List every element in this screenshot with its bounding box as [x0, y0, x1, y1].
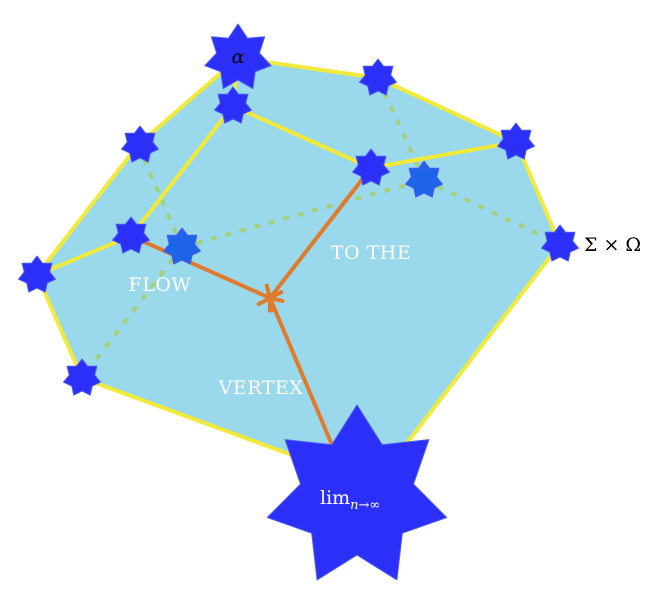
limit-label-base: lim	[320, 487, 350, 509]
vertex-star	[112, 216, 150, 254]
flow-arrow	[268, 166, 373, 300]
arrow-head	[256, 295, 276, 313]
edge	[35, 234, 133, 277]
vertex-star	[204, 23, 272, 90]
vertex-star	[63, 358, 101, 396]
edge	[398, 242, 562, 454]
limit-label: limn→∞	[320, 487, 380, 513]
hidden-vertex-star	[163, 227, 201, 265]
edge	[369, 140, 518, 170]
flow-arrow	[268, 296, 334, 447]
to-the-label: TO THE	[331, 242, 411, 264]
flow-label: FLOW	[129, 274, 192, 296]
outer-face	[37, 58, 560, 472]
limit-vertex-star	[266, 404, 448, 581]
vertex-star	[541, 224, 579, 262]
hidden-vertex-star	[405, 160, 443, 198]
flow-arrows	[129, 166, 373, 447]
limit-label-subscript: n→∞	[350, 498, 380, 513]
hidden-edge	[80, 245, 184, 380]
vertex-label: VERTEX	[218, 377, 304, 399]
vertex-star	[121, 125, 159, 163]
vertex-stars	[18, 23, 579, 581]
edge	[376, 76, 518, 144]
alpha-label: α	[232, 46, 245, 68]
edge	[35, 143, 140, 277]
vertex-star	[18, 255, 56, 293]
sigma-omega-label: Σ × Ω	[584, 234, 641, 256]
edge	[231, 104, 373, 170]
hidden-edge	[181, 178, 425, 249]
hidden-edge	[423, 178, 561, 246]
vertex-star	[352, 148, 390, 186]
vertex-star	[214, 86, 252, 124]
edge	[129, 104, 235, 238]
hidden-edge	[136, 144, 184, 248]
vertex-star	[359, 58, 397, 96]
vertex-star	[497, 122, 535, 160]
flow-arrow	[129, 234, 272, 300]
